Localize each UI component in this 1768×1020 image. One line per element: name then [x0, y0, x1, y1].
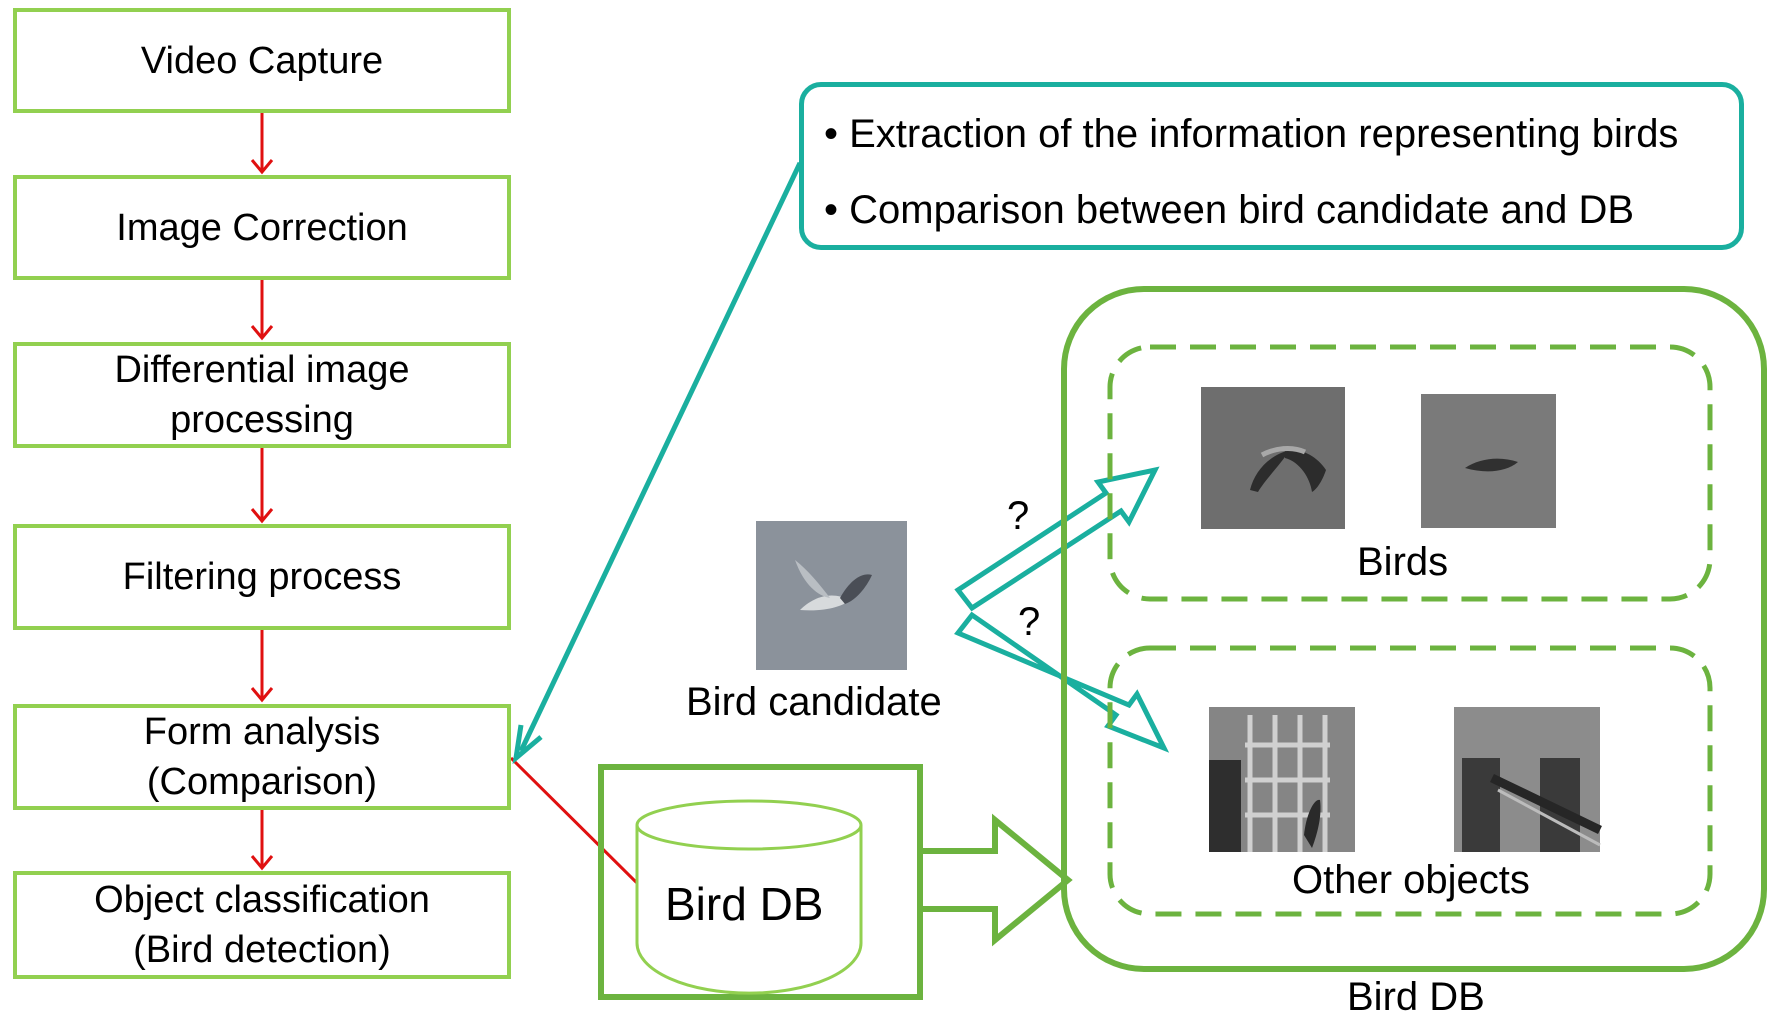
db-insert-arrow [917, 813, 1073, 947]
flow-arrowhead-5 [250, 855, 274, 871]
flow-arrowhead-4 [250, 687, 274, 703]
database-cylinder-icon [635, 799, 863, 995]
flow-arrows [250, 113, 274, 871]
form-to-db-link [509, 756, 639, 885]
question-mark-birds: ? [1007, 494, 1030, 538]
bird-db-cylinder-label: Bird DB [665, 878, 824, 930]
step-filtering-process: Filtering process [13, 524, 511, 630]
compare-arrow-others [954, 611, 1170, 753]
info-bullet-1: • Extraction of the information represen… [824, 112, 1679, 156]
other-object-image-2 [1454, 707, 1602, 852]
flow-arrowhead-2 [250, 325, 274, 341]
step-differential-image-processing: Differential image processing [13, 342, 511, 448]
step-label: Video Capture [140, 39, 384, 82]
db-panel-caption: Bird DB [1347, 975, 1485, 1019]
step-label-line-2: processing [170, 399, 354, 441]
step-label-line-1: Form analysis [143, 711, 381, 753]
other-object-image-1 [1209, 707, 1355, 852]
others-group-label: Other objects [1292, 858, 1530, 902]
db-panel-frame [1061, 286, 1767, 972]
info-bullet-2: • Comparison between bird candidate and … [824, 188, 1635, 232]
bird-candidate-label: Bird candidate [686, 680, 942, 724]
teal-callout-arrow [512, 161, 803, 765]
bird-sample-image-2 [1421, 394, 1556, 528]
info-callout-box: • Extraction of the information represen… [799, 82, 1744, 250]
step-label: Image Correction [116, 206, 408, 249]
bird-sample-image-1 [1201, 387, 1345, 529]
step-label-line-2: (Bird detection) [133, 929, 391, 971]
flow-arrowhead-3 [250, 508, 274, 524]
others-group-frame [1107, 645, 1713, 917]
step-video-capture: Video Capture [13, 8, 511, 113]
birds-group-label: Birds [1357, 540, 1449, 584]
flow-arrowhead-1 [250, 159, 274, 175]
step-label-line-2: (Comparison) [146, 761, 378, 803]
step-label-line-1: Object classification [94, 879, 430, 921]
step-label: Filtering process [122, 556, 402, 598]
step-image-correction: Image Correction [13, 175, 511, 280]
question-mark-others: ? [1018, 600, 1041, 644]
bird-candidate-image [756, 521, 907, 670]
step-label-line-1: Differential image [114, 349, 410, 391]
step-form-analysis: Form analysis (Comparison) [13, 704, 511, 810]
compare-arrow-birds [954, 466, 1160, 612]
birds-group-frame [1107, 344, 1713, 602]
step-object-classification: Object classification (Bird detection) [13, 871, 511, 979]
